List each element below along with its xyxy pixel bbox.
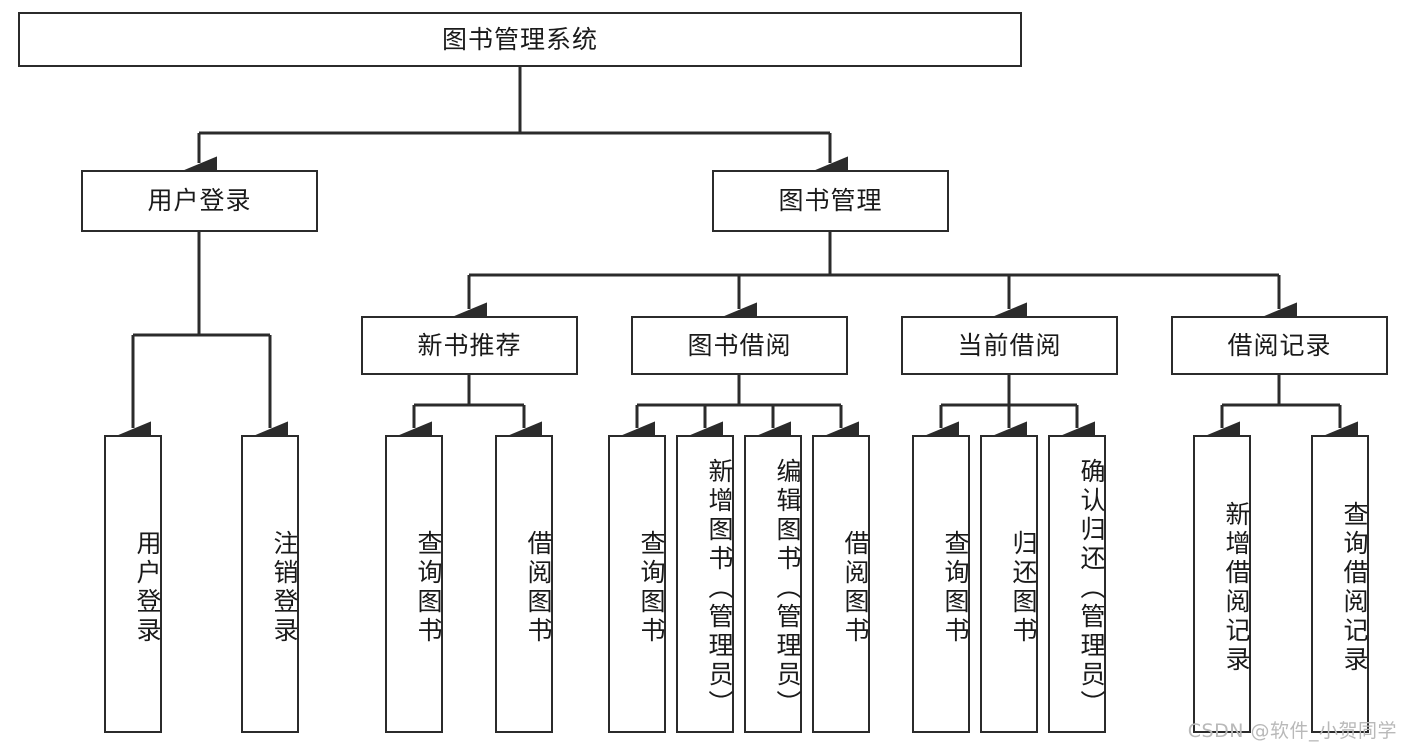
- node-user-login-label: 用户登录: [147, 186, 252, 216]
- node-book-borrow[interactable]: 图书借阅: [631, 316, 848, 375]
- node-leaf-confirm-return[interactable]: 确认归还（管理员）: [1048, 435, 1106, 733]
- node-leaf-logout[interactable]: 注销登录: [241, 435, 299, 733]
- watermark-text: CSDN @软件_小贺同学: [1187, 720, 1397, 742]
- node-leaf-query-book-1-label: 查询图书: [414, 530, 443, 646]
- node-leaf-user-login-label: 用户登录: [133, 530, 162, 646]
- node-leaf-borrow-book-1-label: 借阅图书: [524, 530, 553, 646]
- node-current-borrow-label: 当前借阅: [957, 330, 1062, 360]
- node-leaf-borrow-book-2[interactable]: 借阅图书: [812, 435, 870, 733]
- node-new-book-rec[interactable]: 新书推荐: [361, 316, 578, 375]
- node-leaf-query-book-3[interactable]: 查询图书: [912, 435, 970, 733]
- node-leaf-query-book-2-label: 查询图书: [637, 530, 666, 646]
- node-leaf-return-book-label: 归还图书: [1009, 530, 1038, 646]
- node-borrow-record-label: 借阅记录: [1227, 330, 1332, 360]
- node-leaf-add-book[interactable]: 新增图书（管理员）: [676, 435, 734, 733]
- node-book-manage-label: 图书管理: [778, 186, 883, 216]
- node-new-book-rec-label: 新书推荐: [417, 330, 522, 360]
- node-leaf-add-record[interactable]: 新增借阅记录: [1193, 435, 1251, 733]
- node-leaf-borrow-book-1[interactable]: 借阅图书: [495, 435, 553, 733]
- node-leaf-logout-label: 注销登录: [270, 530, 299, 646]
- node-leaf-query-record-label: 查询借阅记录: [1340, 501, 1369, 675]
- node-user-login[interactable]: 用户登录: [81, 170, 318, 232]
- node-leaf-edit-book[interactable]: 编辑图书（管理员）: [744, 435, 802, 733]
- node-leaf-edit-book-label: 编辑图书（管理员）: [773, 457, 802, 719]
- node-leaf-add-book-label: 新增图书（管理员）: [705, 457, 734, 719]
- node-leaf-query-book-3-label: 查询图书: [941, 530, 970, 646]
- node-leaf-borrow-book-2-label: 借阅图书: [841, 530, 870, 646]
- node-leaf-query-record[interactable]: 查询借阅记录: [1311, 435, 1369, 733]
- node-borrow-record[interactable]: 借阅记录: [1171, 316, 1388, 375]
- node-root[interactable]: 图书管理系统: [18, 12, 1022, 67]
- node-leaf-confirm-return-label: 确认归还（管理员）: [1077, 457, 1106, 719]
- node-leaf-return-book[interactable]: 归还图书: [980, 435, 1038, 733]
- node-leaf-user-login[interactable]: 用户登录: [104, 435, 162, 733]
- node-current-borrow[interactable]: 当前借阅: [901, 316, 1118, 375]
- node-leaf-query-book-2[interactable]: 查询图书: [608, 435, 666, 733]
- node-leaf-query-book-1[interactable]: 查询图书: [385, 435, 443, 733]
- node-leaf-add-record-label: 新增借阅记录: [1222, 501, 1251, 675]
- node-book-manage[interactable]: 图书管理: [712, 170, 949, 232]
- node-root-label: 图书管理系统: [441, 24, 598, 54]
- node-book-borrow-label: 图书借阅: [687, 330, 792, 360]
